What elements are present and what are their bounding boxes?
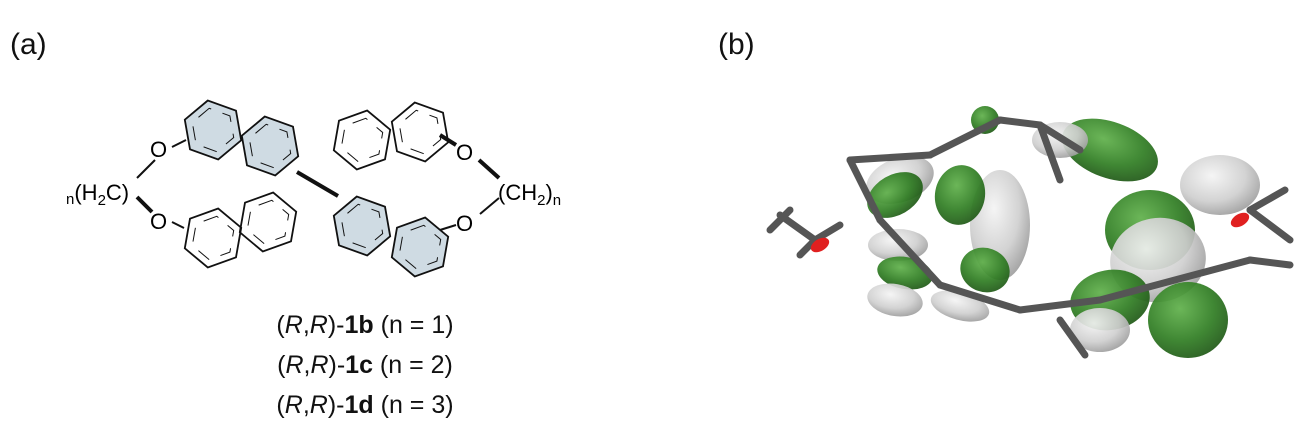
- molecular-orbital-render: [766, 106, 1294, 359]
- bond-stick: [1036, 121, 1064, 184]
- ring-double-bonds: [398, 109, 442, 155]
- bond-stick: [776, 211, 819, 244]
- aromatic-ring: [332, 109, 392, 171]
- compound-label: (R,R)-1d (n = 3): [276, 391, 454, 419]
- ring-double-bonds: [340, 117, 384, 163]
- ring-double-bonds: [191, 215, 235, 261]
- bond-stick: [1056, 316, 1089, 359]
- oxygen-atom: O: [150, 209, 167, 234]
- bond-stick: [811, 221, 844, 244]
- bond-stick: [876, 216, 944, 289]
- chemical-structure: [183, 99, 450, 278]
- right-bridge-label: (CH2)n: [498, 180, 561, 209]
- panel-label-a: (a): [10, 28, 47, 61]
- orbital-lobe-positive: [960, 247, 1010, 293]
- orbital-lobe-positive: [1148, 282, 1228, 358]
- bond-stick: [796, 236, 819, 259]
- ring-double-bonds: [246, 199, 290, 245]
- bond-stick: [846, 156, 884, 224]
- oxygen-atom: O: [456, 211, 473, 236]
- ring-double-bonds: [191, 107, 235, 153]
- bond-stick: [936, 281, 1024, 314]
- bond-stick: [1246, 206, 1294, 244]
- bonds-to-oxygen: [135, 133, 501, 231]
- bond-stick: [1036, 121, 1084, 154]
- oxygen-atom: O: [456, 140, 473, 165]
- oxygen-atom-stick: [1230, 212, 1250, 228]
- bond-stick: [996, 116, 1044, 129]
- ring-double-bonds: [340, 203, 384, 249]
- bond-stick: [1246, 186, 1289, 214]
- compound-label: (R,R)-1c (n = 2): [277, 351, 453, 379]
- aromatic-ring: [390, 101, 450, 163]
- orbital-lobe-negative: [1180, 155, 1260, 215]
- orbital-lobe-negative: [1070, 308, 1130, 352]
- compound-list: (R,R)-1b (n = 1) (R,R)-1c (n = 2) (R,R)-…: [250, 305, 480, 425]
- ring-double-bonds: [248, 123, 292, 169]
- left-bridge-label: n(H2C): [66, 180, 129, 209]
- aromatic-ring: [238, 191, 298, 253]
- bond-stick: [1096, 256, 1254, 304]
- panel-label-b: (b): [718, 28, 755, 61]
- oxygen-atom-stick: [810, 237, 830, 253]
- bond-stick: [766, 206, 794, 234]
- orbital-lobe-positive: [934, 165, 986, 225]
- orbital-lobe-negative: [868, 229, 928, 261]
- bond-stick: [1246, 256, 1294, 269]
- compound-label: (R,R)-1b (n = 1): [276, 311, 454, 339]
- bond-stick: [926, 116, 1004, 159]
- bond-stick: [1016, 296, 1104, 314]
- ring-double-bonds: [398, 224, 442, 270]
- bond-stick: [846, 151, 934, 164]
- orbital-lobe-positive: [867, 172, 923, 218]
- oxygen-atom: O: [150, 137, 167, 162]
- orbital-lobe-negative: [867, 283, 923, 317]
